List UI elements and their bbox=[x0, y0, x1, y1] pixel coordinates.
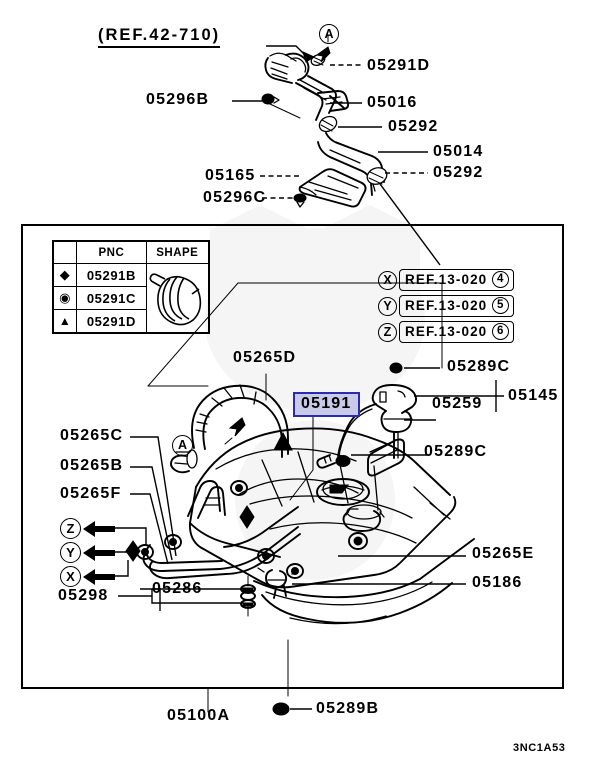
pnc-shape-table: PNC SHAPE ◆ 05291B ◉ bbox=[52, 240, 210, 334]
callout-05289C-upper: 05289C bbox=[447, 358, 511, 375]
pnc-value-05291B: 05291B bbox=[76, 263, 147, 287]
callout-05286: 05286 bbox=[152, 580, 203, 597]
pnc-shape-cell bbox=[145, 263, 210, 334]
callout-05100A: 05100A bbox=[167, 707, 231, 724]
callout-05265D: 05265D bbox=[233, 349, 297, 366]
arrow-marker-z: Z bbox=[60, 518, 117, 539]
callout-05014: 05014 bbox=[433, 143, 484, 160]
pnc-symbol-diamond: ◆ bbox=[52, 263, 78, 287]
left-arrow-icon bbox=[83, 568, 115, 585]
table-row: ▲ 05291D bbox=[52, 309, 209, 334]
pnc-symbol-circled-dot: ◉ bbox=[52, 286, 78, 310]
callout-05016: 05016 bbox=[367, 94, 418, 111]
ref-legend-row-z: Z REF.13-020 6 bbox=[378, 321, 515, 343]
marker-A-top: A bbox=[319, 24, 339, 44]
arrow-marker-x: X bbox=[60, 566, 117, 587]
ref-index-z: 6 bbox=[492, 323, 510, 340]
ref-text-y: REF.13-020 bbox=[405, 298, 488, 313]
diagram-code: 3NC1A53 bbox=[513, 742, 566, 754]
callout-05186: 05186 bbox=[472, 574, 523, 591]
callout-05265B: 05265B bbox=[60, 457, 124, 474]
callout-05289C-lower: 05289C bbox=[424, 443, 488, 460]
ref-index-y-label: 5 bbox=[497, 298, 505, 311]
ref-index-x: 4 bbox=[492, 271, 510, 288]
left-arrow-icon bbox=[83, 544, 115, 561]
marker-A-top-label: A bbox=[324, 26, 334, 41]
ref-box-z: REF.13-020 6 bbox=[399, 321, 515, 343]
pnc-header-pnc: PNC bbox=[76, 240, 147, 264]
ref-legend-row-x: X REF.13-020 4 bbox=[378, 269, 515, 291]
ref-box-x: REF.13-020 4 bbox=[399, 269, 515, 291]
callout-05165: 05165 bbox=[205, 167, 256, 184]
arrow-marker-y-label: Y bbox=[66, 545, 75, 560]
pnc-header-shape: SHAPE bbox=[145, 240, 210, 264]
ref-marker-y-label: Y bbox=[383, 298, 392, 313]
callout-05191-highlighted[interactable]: 05191 bbox=[293, 392, 360, 417]
callout-05145: 05145 bbox=[508, 387, 559, 404]
left-arrow-icon bbox=[83, 520, 115, 537]
ref-marker-x-label: X bbox=[383, 272, 392, 287]
marker-A-main: A bbox=[172, 435, 193, 456]
ref-marker-z: Z bbox=[378, 322, 397, 342]
ref-marker-z-label: Z bbox=[383, 324, 392, 339]
callout-05296C: 05296C bbox=[203, 189, 267, 206]
pnc-value-05291D: 05291D bbox=[76, 309, 147, 334]
callout-05265E: 05265E bbox=[472, 545, 535, 562]
callout-05298: 05298 bbox=[58, 587, 109, 604]
arrow-marker-z-label: Z bbox=[66, 521, 75, 536]
callout-05292-lower: 05292 bbox=[433, 164, 484, 181]
arrow-marker-z-circle: Z bbox=[60, 518, 81, 539]
callout-05289B: 05289B bbox=[316, 700, 380, 717]
ref-index-x-label: 4 bbox=[497, 272, 505, 285]
arrow-marker-y-circle: Y bbox=[60, 542, 81, 563]
pnc-symbol-triangle: ▲ bbox=[52, 309, 78, 334]
pnc-header-symbol bbox=[52, 240, 78, 264]
callout-05291D: 05291D bbox=[367, 57, 431, 74]
callout-05265C: 05265C bbox=[60, 427, 124, 444]
ref-text-z: REF.13-020 bbox=[405, 324, 488, 339]
clamp-shape-icon bbox=[149, 272, 202, 325]
ref-42-710-label: (REF.42-710) bbox=[98, 26, 221, 48]
arrow-marker-x-label: X bbox=[66, 569, 75, 584]
ref-index-y: 5 bbox=[492, 297, 510, 314]
ref-index-z-label: 6 bbox=[497, 324, 505, 337]
ref-box-y: REF.13-020 5 bbox=[399, 295, 515, 317]
callout-05259: 05259 bbox=[432, 395, 483, 412]
ref-marker-y: Y bbox=[378, 296, 397, 316]
callout-05296B: 05296B bbox=[146, 91, 210, 108]
callout-05265F: 05265F bbox=[60, 485, 122, 502]
arrow-marker-x-circle: X bbox=[60, 566, 81, 587]
callout-05292-upper: 05292 bbox=[388, 118, 439, 135]
table-row: ◆ 05291B bbox=[52, 263, 210, 334]
pnc-value-05291C: 05291C bbox=[76, 286, 147, 310]
marker-A-main-label: A bbox=[177, 438, 188, 453]
pnc-table-header-row: PNC SHAPE bbox=[52, 240, 210, 264]
table-row: ◉ 05291C bbox=[52, 286, 209, 310]
ref-text-x: REF.13-020 bbox=[405, 272, 488, 287]
arrow-marker-y: Y bbox=[60, 542, 117, 563]
ref-marker-x: X bbox=[378, 270, 397, 290]
ref-legend-row-y: Y REF.13-020 5 bbox=[378, 295, 515, 317]
